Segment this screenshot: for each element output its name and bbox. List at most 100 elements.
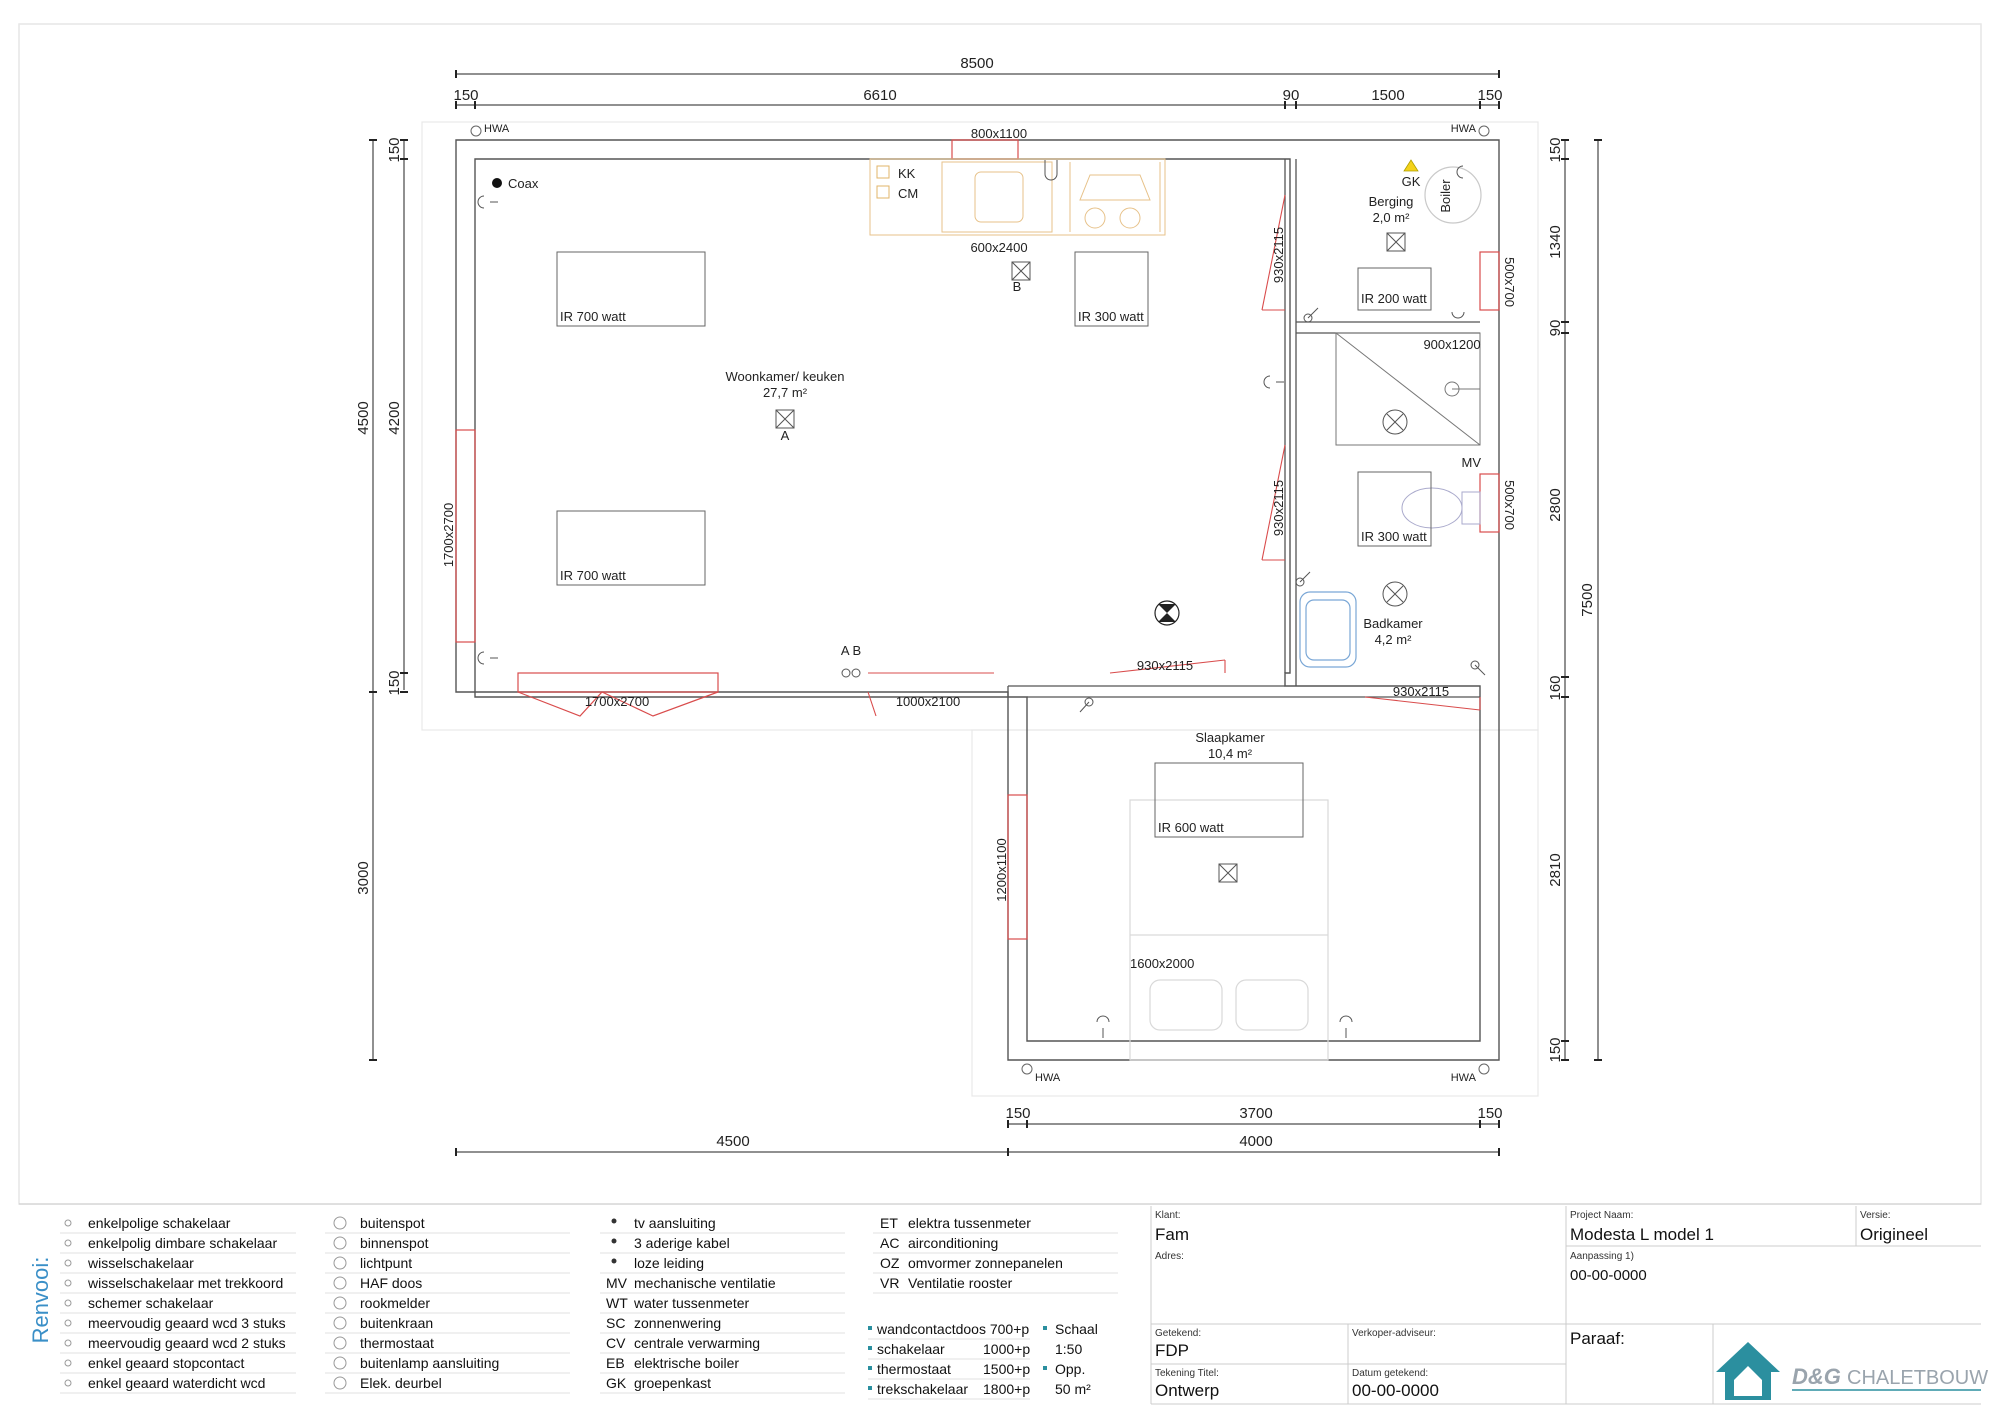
dim-top-seg-4: 1500 <box>1371 87 1404 104</box>
ir-heater-label-1: IR 700 watt <box>560 309 626 324</box>
coax-icon <box>492 178 502 188</box>
legend-col2-item: rookmelder <box>360 1295 430 1311</box>
legend-col1-item: enkel geaard waterdicht wcd <box>88 1375 265 1391</box>
klant-caption: Klant: <box>1155 1210 1181 1221</box>
legend-title: Renvooi: <box>28 1257 53 1344</box>
gk-label: GK <box>1402 174 1421 189</box>
scale-label: Schaal <box>1055 1321 1098 1337</box>
legend-col2-item: binnenspot <box>360 1235 429 1251</box>
label-window-left: 1700x2700 <box>441 503 456 567</box>
legend-switch-icon <box>64 1279 72 1287</box>
legend-connection-icon <box>611 1258 617 1264</box>
legend-fixture-icon <box>333 1376 347 1390</box>
legend-col3-item: water tussenmeter <box>633 1295 749 1311</box>
label-kitchen: 600x2400 <box>970 240 1027 255</box>
dim-bottom-outer-2: 4000 <box>1239 1133 1272 1150</box>
coax-label: Coax <box>508 176 539 191</box>
legend-col4-code: OZ <box>880 1255 900 1271</box>
dim-top-seg-2: 6610 <box>863 87 896 104</box>
dim-bottom-inner-3: 150 <box>1477 1105 1502 1122</box>
legend-col1-item: wisselschakelaar met trekkoord <box>87 1275 283 1291</box>
room-area-woonkamer: 27,7 m² <box>763 385 808 400</box>
dim-bottom-inner-1: 150 <box>1005 1105 1030 1122</box>
legend-bullet <box>868 1326 872 1330</box>
legend-col3-item: elektrische boiler <box>634 1355 739 1371</box>
boiler-symbol <box>1424 166 1482 224</box>
dim-bottom-inner-2: 3700 <box>1239 1105 1272 1122</box>
legend-col3-item: centrale verwarming <box>634 1335 760 1351</box>
legend-height-label: wandcontactdoos 700+p <box>876 1321 1029 1337</box>
label-kitchen-marker: B <box>1013 279 1022 294</box>
hwa-icons <box>470 125 1490 1075</box>
room-area-badkamer: 4,2 m² <box>1375 632 1413 647</box>
shower <box>1335 332 1481 446</box>
legend-switch-icon <box>64 1319 72 1327</box>
legend-fixture-icon <box>333 1336 347 1350</box>
legend-height-value: 1500+p <box>983 1361 1030 1377</box>
legend-col3-item: zonnenwering <box>634 1315 721 1331</box>
room-name-berging: Berging <box>1369 194 1414 209</box>
bathroom-sink <box>1299 591 1357 668</box>
legend-connection-icon <box>611 1238 617 1244</box>
legend-switch-icon <box>64 1359 72 1367</box>
label-door-bath: 930x2115 <box>1271 480 1286 536</box>
ir-heater-panels <box>556 251 1432 838</box>
label-shower: 900x1200 <box>1423 337 1480 352</box>
label-bed: 1600x2000 <box>1130 956 1194 971</box>
legend-fixture-icon <box>333 1256 347 1270</box>
legend-col3-code: EB <box>606 1355 625 1371</box>
dim-right-3: 90 <box>1547 320 1564 337</box>
datum-value: 00-00-0000 <box>1352 1381 1439 1400</box>
hwa-label-3: HWA <box>1035 1072 1061 1084</box>
label-door-hall: 930x2115 <box>1137 658 1193 673</box>
wandcontactdoos-icons <box>477 160 1465 1038</box>
hwa-label-2: HWA <box>1451 123 1477 135</box>
label-window-sleep: 1200x1100 <box>994 838 1009 901</box>
legend-col2-item: Elek. deurbel <box>360 1375 442 1391</box>
aanpassing-caption: Aanpassing 1) <box>1570 1251 1634 1262</box>
dim-right-4: 2800 <box>1547 488 1564 521</box>
room-name-badkamer: Badkamer <box>1363 616 1423 631</box>
legend-col1-item: meervoudig geaard wcd 3 stuks <box>88 1315 286 1331</box>
dim-right-total: 7500 <box>1579 583 1596 616</box>
legend-col4-item: Ventilatie rooster <box>908 1275 1013 1291</box>
legend-switch-icon <box>64 1339 72 1347</box>
dimension-ticks <box>369 70 1602 1156</box>
legend-col4-code: AC <box>880 1235 899 1251</box>
rookmelder-icon <box>1154 600 1180 626</box>
label-window-berging: 500x700 <box>1502 257 1517 307</box>
context-outline-wing <box>971 729 1539 1097</box>
room-name-slaapkamer: Slaapkamer <box>1195 730 1265 745</box>
dim-right-2: 1340 <box>1547 225 1564 258</box>
legend-col3-code: WT <box>606 1295 628 1311</box>
adres-caption: Adres: <box>1155 1251 1184 1262</box>
aanpassing-value: 00-00-0000 <box>1570 1267 1647 1284</box>
legend-height-value: 1000+p <box>983 1341 1030 1357</box>
legend-col1-item: meervoudig geaard wcd 2 stuks <box>88 1335 286 1351</box>
legend-bullet <box>868 1366 872 1370</box>
sheet-frame <box>18 23 1982 1205</box>
legend-fixture-icon <box>333 1296 347 1310</box>
ir-heater-label-4: IR 200 watt <box>1361 291 1427 306</box>
mv-label: MV <box>1462 455 1482 470</box>
windows <box>455 139 1500 940</box>
label-front-door: 1000x2100 <box>896 694 960 709</box>
doors <box>867 194 1481 717</box>
dim-left-outer-top: 4500 <box>355 401 372 434</box>
dim-left-inner-3: 150 <box>386 670 403 695</box>
dim-right-7: 150 <box>1547 1037 1564 1062</box>
toilet <box>1401 487 1481 529</box>
label-top-window: 800x1100 <box>971 126 1027 141</box>
project-caption: Project Naam: <box>1570 1210 1633 1221</box>
dim-left-outer-bottom: 3000 <box>355 861 372 894</box>
dim-top-seg-1: 150 <box>453 87 478 104</box>
hwa-label-1: HWA <box>484 123 510 135</box>
context-outline-main <box>421 121 1539 731</box>
paraaf-label: Paraaf: <box>1570 1329 1625 1348</box>
kitchen-counter <box>869 158 1166 236</box>
legend-switch-icon <box>64 1259 72 1267</box>
verkoper-caption: Verkoper-adviseur: <box>1352 1328 1436 1339</box>
label-window-bath: 500x700 <box>1502 480 1517 530</box>
dim-top-total: 8500 <box>960 55 993 72</box>
